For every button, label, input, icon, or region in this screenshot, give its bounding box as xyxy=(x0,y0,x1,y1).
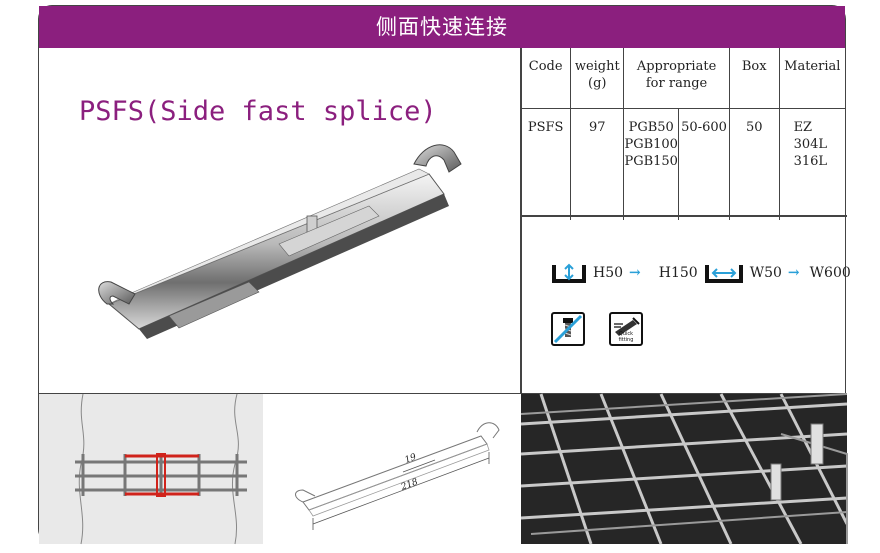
quick-fitting-label: Quick fitting xyxy=(618,331,634,343)
cell-models: PGB50 PGB100 PGB150 xyxy=(623,108,679,220)
height-start: H50 xyxy=(593,265,624,281)
header-weight: weight(g) xyxy=(570,48,624,109)
splice-illustration xyxy=(98,144,462,339)
table-row: PSFS 97 PGB50 PGB100 PGB150 50-600 50 EZ… xyxy=(521,108,845,220)
height-bracket-icon xyxy=(552,263,586,283)
banner-title: 侧面快速连接 xyxy=(39,6,845,48)
product-title: PSFS(Side fast splice) xyxy=(79,96,437,127)
quick-fitting-icon: Quick fitting xyxy=(609,312,643,346)
cell-material: EZ 304L 316L xyxy=(778,108,845,220)
width-end: W600 xyxy=(809,265,851,281)
height-end: H150 xyxy=(658,265,698,281)
cell-box: 50 xyxy=(728,108,780,220)
cell-code: PSFS xyxy=(527,119,564,135)
cell-weight: 97 xyxy=(570,108,624,220)
divider-bottom-horizontal xyxy=(39,393,847,395)
dimension-drawing: 19 218 xyxy=(263,394,521,544)
no-screw-icon xyxy=(551,312,585,346)
header-box: Box xyxy=(728,48,780,109)
width-bracket-icon xyxy=(704,265,743,283)
spec-sheet: 侧面快速连接 PSFS(Side fast splice) xyxy=(38,5,851,545)
width-arrow: → xyxy=(787,265,800,281)
cell-range: 50-600 xyxy=(678,108,730,220)
top-view-drawing xyxy=(39,393,263,545)
height-arrow: → xyxy=(629,265,641,281)
width-start: W50 xyxy=(749,265,782,281)
header-code: Code xyxy=(521,48,571,109)
wire-tray-photo xyxy=(520,393,849,545)
range-line: H50 → H150 W50 → W600 xyxy=(551,262,851,284)
divider-main-vertical xyxy=(520,48,522,544)
range-info-area: H50 → H150 W50 → W600 xyxy=(521,216,851,396)
header-material: Material xyxy=(778,48,845,109)
